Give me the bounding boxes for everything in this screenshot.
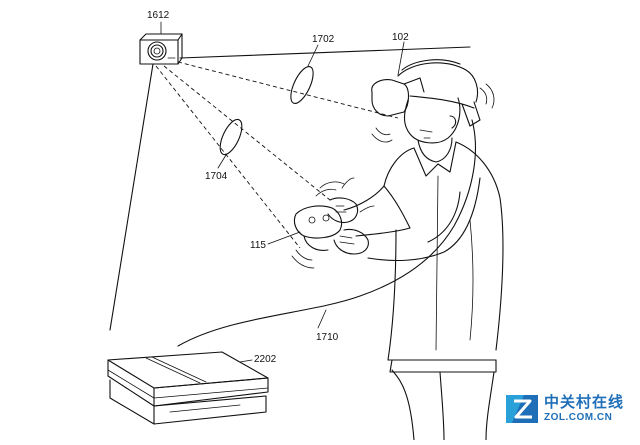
watermark-english: ZOL.COM.CN (544, 412, 613, 423)
label-1710: 1710 (316, 332, 339, 343)
label-115: 115 (250, 240, 266, 251)
leader-2202 (239, 359, 253, 363)
camera (109, 21, 183, 331)
person (177, 59, 504, 441)
label-102: 102 (392, 32, 409, 43)
zol-logo-icon (506, 395, 538, 423)
watermark-chinese: 中关村在线 (544, 393, 625, 411)
console (107, 351, 269, 425)
label-1704: 1704 (205, 171, 228, 182)
label-1612: 1612 (147, 10, 170, 21)
beam-1702 (290, 44, 319, 104)
leader-115 (267, 231, 301, 245)
label-1702: 1702 (312, 34, 335, 45)
tracking-lines (155, 46, 471, 249)
beam-1704 (217, 118, 243, 169)
zol-watermark: 中关村在线 ZOL.COM.CN (504, 386, 634, 432)
label-2202: 2202 (254, 354, 277, 365)
watermark-text: 中关村在线 ZOL.COM.CN (544, 395, 624, 423)
leader-1710 (317, 309, 327, 329)
leader-102 (397, 41, 405, 76)
